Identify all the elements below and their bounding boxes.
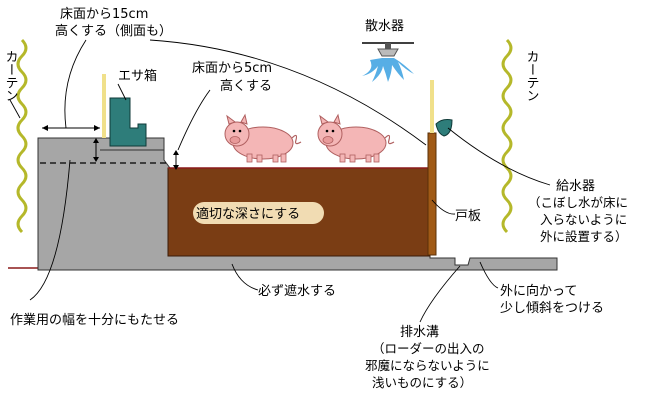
- leader-waterer: [447, 127, 551, 186]
- height-5cm-arrow: [173, 150, 179, 170]
- pig-icon: [317, 113, 395, 163]
- label-curtain-right: カーテン: [524, 50, 539, 102]
- width-dimension-arrow: [42, 125, 100, 131]
- label-feed-box: エサ箱: [118, 68, 157, 84]
- label-sprinkler: 散水器: [365, 19, 404, 34]
- label-waterer-line1: 給水器: [556, 179, 595, 194]
- door-board: [427, 132, 437, 256]
- leader-15cm-side: [149, 39, 427, 146]
- label-door-board: 戸板: [455, 209, 481, 224]
- label-drain-line3: 邪魔にならないように: [365, 358, 490, 373]
- label-work-width: 作業用の幅を十分にもたせる: [10, 312, 179, 328]
- label-drain-line2: （ローダーの出入の: [372, 341, 485, 356]
- label-waterproof: 必ず遮水する: [258, 283, 336, 299]
- curtain-right-icon: [501, 38, 513, 234]
- pig-icon: [224, 113, 302, 163]
- label-drain-line1: 排水溝: [400, 325, 439, 340]
- label-floor-5cm-line2: 高くする: [220, 78, 272, 94]
- leader-drain: [419, 265, 461, 323]
- feed-box-icon: [109, 97, 147, 147]
- leader-feed-box: [117, 83, 127, 101]
- leader-curtain-left: [9, 99, 21, 119]
- leader-slope: [479, 261, 499, 289]
- label-slope-line1: 外に向かって: [500, 283, 577, 299]
- waterer-icon: [435, 119, 453, 137]
- label-slope-line2: 少し傾斜をつける: [500, 301, 604, 316]
- leader-5cm: [177, 89, 211, 151]
- label-curtain-left: カーテン: [3, 50, 18, 102]
- label-floor-15cm-line2: 高くする（側面も）: [55, 23, 172, 39]
- proper-depth-label-bg: [193, 202, 324, 224]
- label-waterer-line4: 外に設置する）: [540, 229, 628, 244]
- label-waterer-line3: 入らないように: [540, 212, 627, 227]
- height-15cm-arrow: [93, 138, 99, 162]
- sprinkler-icon: [362, 42, 414, 82]
- label-floor-15cm-line1: 床面から15cm: [60, 7, 148, 22]
- label-waterer-line2: （こぼし水が床に: [528, 195, 628, 210]
- label-floor-5cm-line1: 床面から5cm: [192, 61, 272, 76]
- leader-15cm: [64, 39, 87, 129]
- leader-work-width: [29, 159, 71, 301]
- leader-door-board: [431, 199, 456, 215]
- curtain-left-icon: [16, 38, 28, 234]
- proper-depth-label: 適切な深さにする: [196, 206, 300, 222]
- leader-waterproof: [231, 263, 259, 291]
- label-drain-line4: 浅いものにする）: [372, 375, 472, 390]
